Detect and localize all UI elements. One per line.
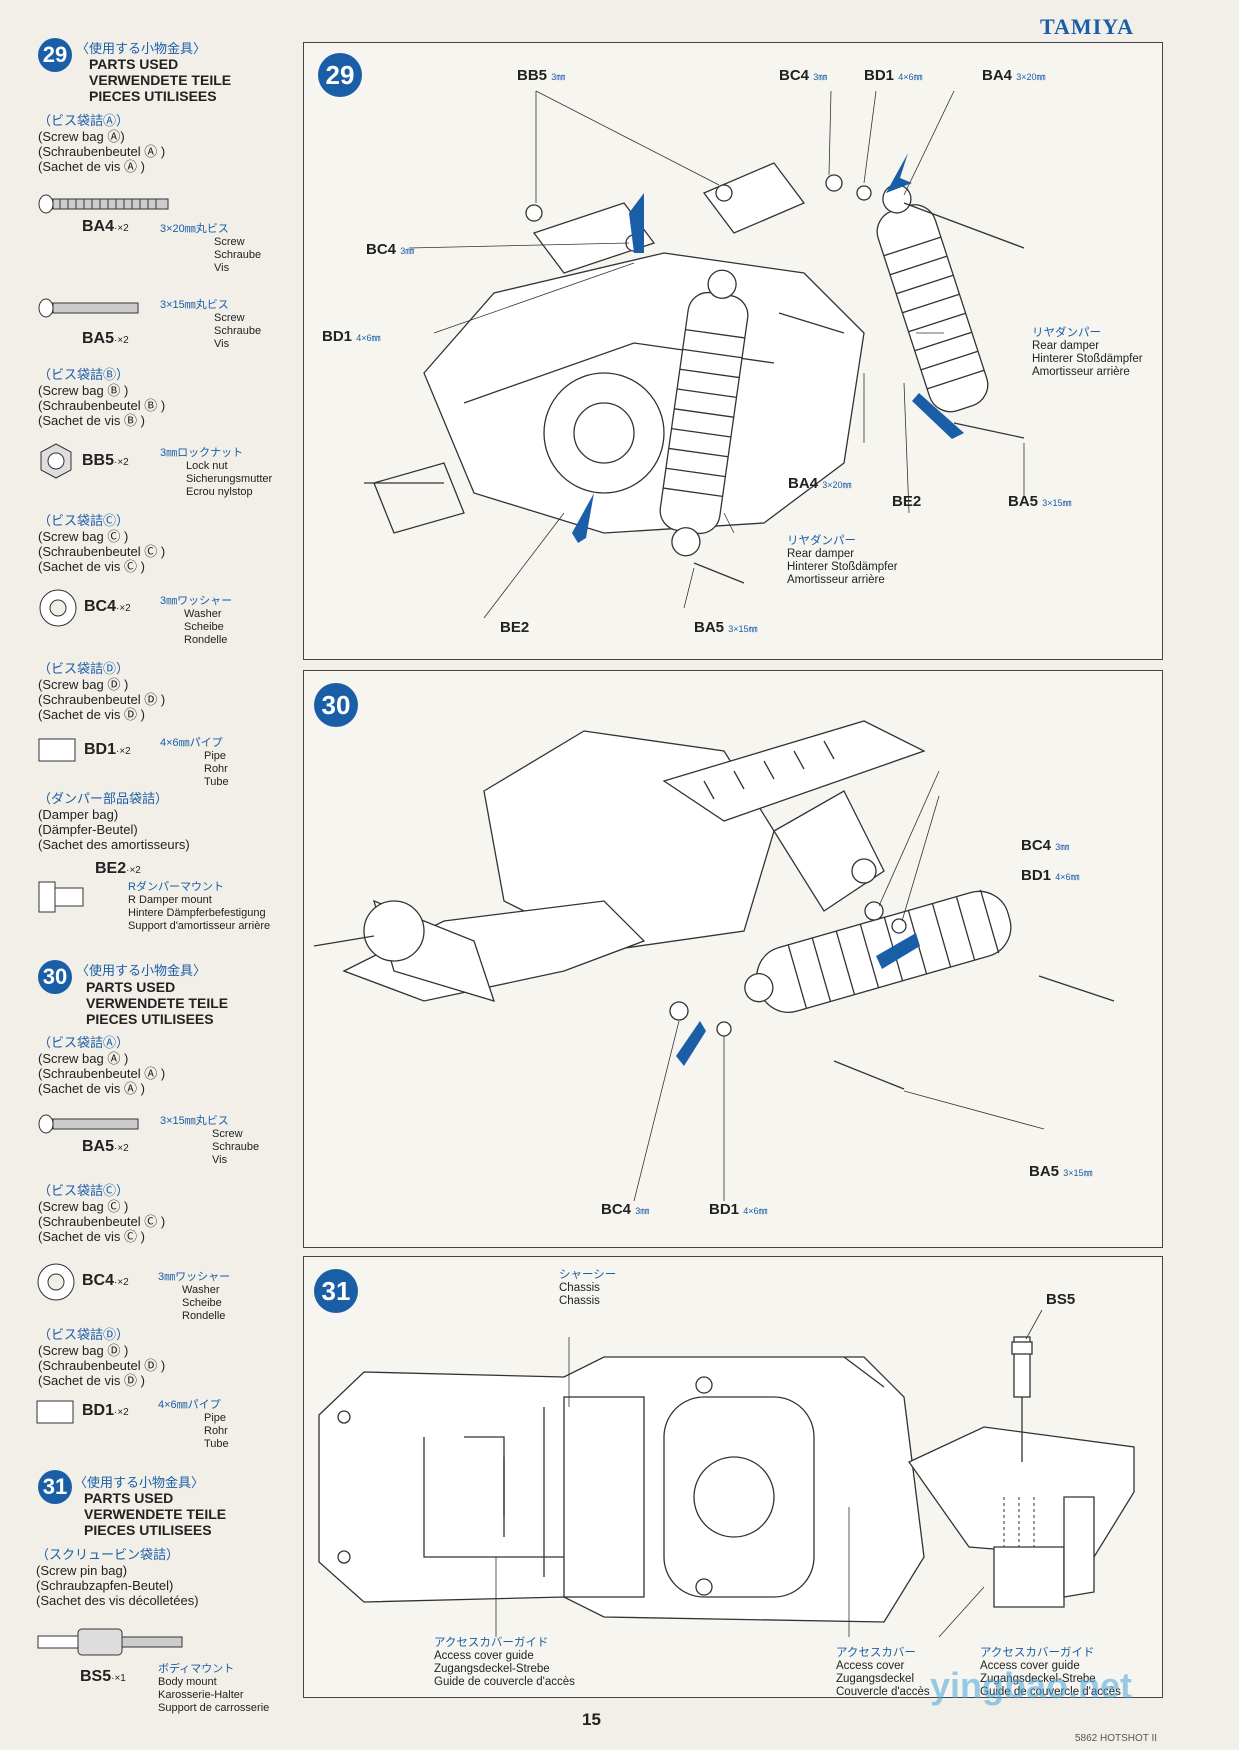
label-ba5-right: BA5 3×15㎜ bbox=[1008, 493, 1072, 510]
part-code-ba4: BA4·×2 bbox=[82, 218, 129, 235]
washer-icon-30 bbox=[37, 1263, 75, 1301]
label-bd1-bottom: BD1 4×6㎜ bbox=[709, 1201, 768, 1218]
pipe-icon-30 bbox=[36, 1400, 74, 1424]
step-29-panel: 29 BB5 3㎜ BC4 3㎜ BD1 4×6㎜ BA4 3×20㎜ BC4 … bbox=[303, 42, 1163, 660]
access-cover-guide-note: アクセスカバーガイド Access cover guide Zugangsdec… bbox=[434, 1637, 575, 1688]
part-code-bb5: BB5·×2 bbox=[82, 452, 129, 469]
part-desc-bs5: ボディマウント Body mount Karosserie-Halter Sup… bbox=[158, 1663, 270, 1714]
part-code-be2: BE2·×2 bbox=[95, 860, 141, 877]
step-30-panel: 30 BC4 3㎜ BD1 4×6㎜ BA5 3×15㎜ BC4 3㎜ BD1 … bbox=[303, 670, 1163, 1248]
screw-bag-d-30: （ビス袋詰Ⓓ） (Screw bag Ⓓ ) (Schraubenbeutel … bbox=[38, 1327, 166, 1388]
label-bs5: BS5 bbox=[1046, 1291, 1076, 1308]
part-desc-be2: Rダンパーマウント R Damper mount Hintere Dämpfer… bbox=[128, 881, 271, 932]
screw-medium-icon-30 bbox=[38, 1114, 139, 1134]
screw-bag-d: （ビス袋詰Ⓓ） (Screw bag Ⓓ ) (Schraubenbeutel … bbox=[38, 661, 166, 722]
screw-bag-a-30: （ビス袋詰Ⓐ） (Screw bag Ⓐ ) (Schraubenbeutel … bbox=[38, 1035, 166, 1096]
lock-nut-icon bbox=[40, 443, 72, 479]
label-ba5-right-30: BA5 3×15㎜ bbox=[1029, 1163, 1093, 1180]
part-desc-bd1: 4×6㎜パイプ Pipe Rohr Tube bbox=[160, 737, 229, 788]
part-code-ba5: BA5·×2 bbox=[82, 330, 129, 347]
screw-bag-c-30: （ビス袋詰Ⓒ） (Screw bag Ⓒ ) (Schraubenbeutel … bbox=[38, 1183, 166, 1244]
screw-bag-b: （ビス袋詰Ⓑ） (Screw bag Ⓑ ) (Schraubenbeutel … bbox=[38, 367, 166, 428]
label-bd1-top: BD1 4×6㎜ bbox=[864, 67, 923, 84]
part-desc-ba5: 3×15㎜丸ビス Screw Schraube Vis bbox=[160, 299, 262, 350]
label-bc4-bottom: BC4 3㎜ bbox=[601, 1201, 650, 1218]
chassis-note: シャーシー Chassis Chassis bbox=[559, 1269, 617, 1307]
label-bd1-left: BD1 4×6㎜ bbox=[322, 328, 381, 345]
part-desc-ba4: 3×20㎜丸ビス Screw Schraube Vis bbox=[160, 223, 262, 274]
label-ba4-mid: BA4 3×20㎜ bbox=[788, 475, 852, 492]
brand-logo: TAMIYA bbox=[1040, 14, 1135, 39]
part-code-bc4-30: BC4·×2 bbox=[82, 1272, 129, 1289]
part-desc-bd1-30: 4×6㎜パイプ Pipe Rohr Tube bbox=[158, 1399, 229, 1450]
screw-bag-a: （ビス袋詰Ⓐ） (Screw bag Ⓐ) (Schraubenbeutel Ⓐ… bbox=[38, 113, 166, 174]
label-bc4-left: BC4 3㎜ bbox=[366, 241, 415, 258]
label-bc4-top: BC4 3㎜ bbox=[779, 67, 828, 84]
part-code-bc4: BC4·×2 bbox=[84, 598, 131, 615]
screw-bag-c: （ビス袋詰Ⓒ） (Screw bag Ⓒ ) (Schraubenbeutel … bbox=[38, 513, 166, 574]
part-code-bd1-30: BD1·×2 bbox=[82, 1402, 129, 1419]
chassis-body-mount-illustration bbox=[318, 1309, 1135, 1638]
panel-29-number: 29 bbox=[318, 53, 362, 97]
part-desc-ba5-30: 3×15㎜丸ビス Screw Schraube Vis bbox=[160, 1115, 260, 1166]
part-desc-bc4: 3㎜ワッシャー Washer Scheibe Rondelle bbox=[160, 595, 233, 646]
part-code-ba5-30: BA5·×2 bbox=[82, 1138, 129, 1155]
label-bb5: BB5 3㎜ bbox=[517, 67, 566, 84]
panel-30-number: 30 bbox=[314, 683, 358, 727]
pipe-icon bbox=[38, 738, 76, 762]
damper-bag: （ダンパー部品袋詰） (Damper bag) (Dämpfer-Beutel)… bbox=[38, 791, 190, 852]
part-code-bs5: BS5·×1 bbox=[80, 1668, 126, 1685]
watermark: yingbao.net bbox=[930, 1665, 1133, 1706]
screw-long-icon bbox=[38, 194, 169, 214]
parts-used-ja-30: 〈使用する小物金具〉 bbox=[76, 963, 207, 978]
damper-mount-icon bbox=[38, 881, 84, 913]
part-code-bd1: BD1·×2 bbox=[84, 741, 131, 758]
rear-damper-note-right: リヤダンパー Rear damper Hinterer Stoßdämpfer … bbox=[1032, 327, 1143, 378]
label-ba5-bottom: BA5 3×15㎜ bbox=[694, 619, 758, 636]
footer-code: 5862 HOTSHOT II bbox=[1075, 1733, 1158, 1744]
parts-used-ja-31: 〈使用する小物金具〉 bbox=[74, 1475, 205, 1490]
page-number: 15 bbox=[582, 1710, 601, 1729]
body-mount-pin-icon bbox=[37, 1628, 183, 1656]
parts-used-ja: 〈使用する小物金具〉 bbox=[76, 41, 207, 56]
label-bc4-right: BC4 3㎜ bbox=[1021, 837, 1070, 854]
label-bd1-right: BD1 4×6㎜ bbox=[1021, 867, 1080, 884]
step-31-panel: 31 シャーシー Chassis Chassis BS5 アクセスカバーガイド … bbox=[303, 1256, 1163, 1698]
label-be2-right: BE2 bbox=[892, 493, 922, 510]
step-31-badge: 31 bbox=[38, 1470, 72, 1504]
washer-icon bbox=[39, 589, 77, 627]
rear-damper-note-center: リヤダンパー Rear damper Hinterer Stoßdämpfer … bbox=[787, 535, 898, 586]
access-cover-guide-note-right: アクセスカバーガイド Access cover guide Zugangsdec… bbox=[980, 1647, 1121, 1698]
part-desc-bc4-30: 3㎜ワッシャー Washer Scheibe Rondelle bbox=[158, 1271, 231, 1322]
screw-medium-icon bbox=[38, 298, 139, 318]
rear-damper-assembly-illustration bbox=[364, 90, 1025, 619]
step-29-badge: 29 bbox=[38, 38, 72, 72]
panel-31-number: 31 bbox=[314, 1269, 358, 1313]
label-ba4-top: BA4 3×20㎜ bbox=[982, 67, 1046, 84]
screw-pin-bag: （スクリュービン袋詰） (Screw pin bag) (Schraubzapf… bbox=[36, 1547, 199, 1608]
access-cover-note: アクセスカバー Access cover Zugangsdeckel Couve… bbox=[836, 1647, 930, 1698]
label-be2-bottom: BE2 bbox=[500, 619, 530, 636]
part-desc-bb5: 3㎜ロックナット Lock nut Sicherungsmutter Ecrou… bbox=[160, 447, 273, 498]
step-30-badge: 30 bbox=[38, 960, 72, 994]
damper-mounting-illustration bbox=[313, 720, 1115, 1202]
